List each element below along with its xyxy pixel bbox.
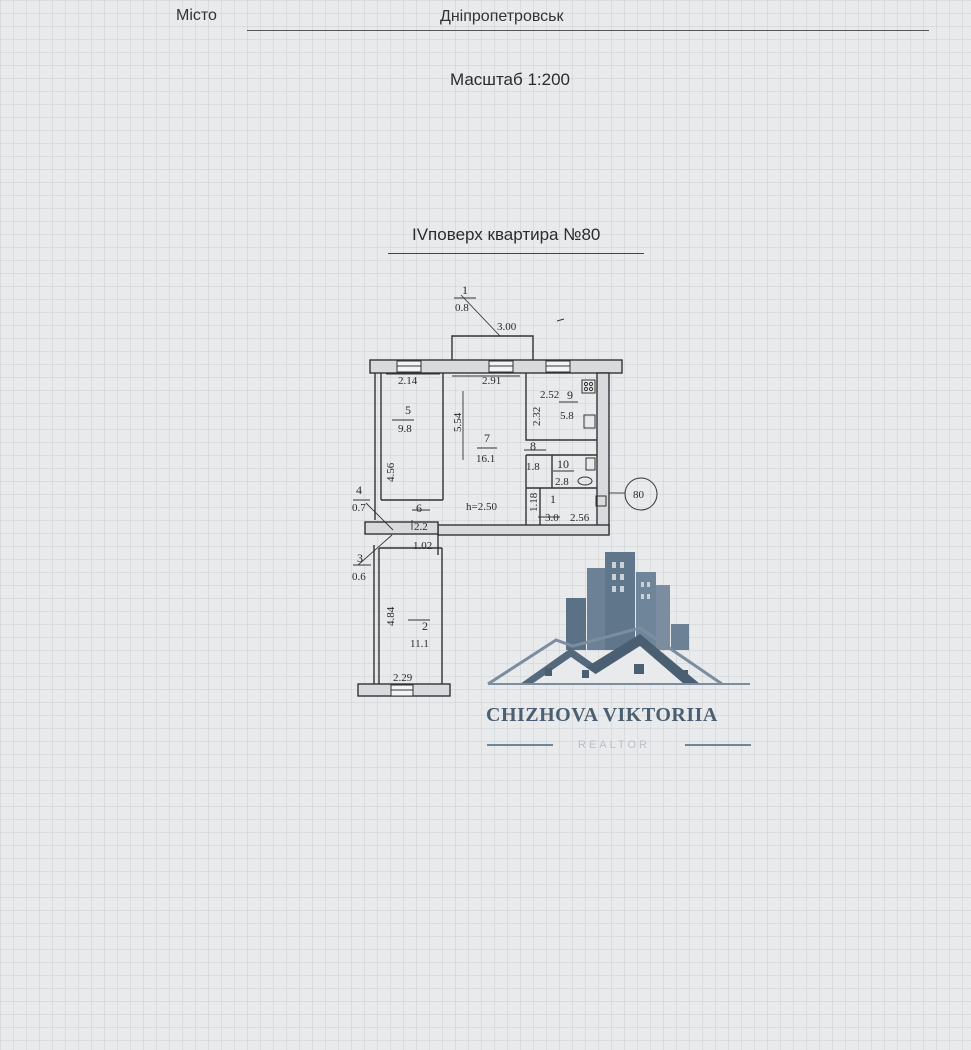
room-4-area: 0.7	[352, 502, 366, 514]
dim-room2-width: 2.29	[393, 672, 413, 684]
room-6-area: 2.2	[414, 521, 428, 533]
stove-icon	[581, 379, 596, 394]
dim-kitchen-depth: 2.32	[531, 407, 543, 426]
room-10-number: 10	[557, 457, 569, 471]
windows	[390, 360, 571, 697]
realtor-logo-icon	[487, 552, 750, 686]
apartment-number-circle	[624, 477, 658, 511]
scale-label: Масштаб 1:200	[450, 70, 570, 89]
dim-room5-depth: 4.56	[385, 462, 397, 482]
dimension-lines	[353, 294, 625, 621]
dimension-labels: 3.00 2.14 2.91 2.52 2.32 4.56 5.54 1.18 …	[385, 321, 645, 684]
room-3-number: 3	[357, 551, 363, 565]
room-8-number: 8	[530, 439, 536, 453]
tagline-rule-left	[487, 744, 553, 746]
dim-room2-depth: 4.84	[385, 606, 397, 626]
room-8-area: 1.8	[526, 461, 540, 473]
floor-title: IVповерх квартира №80	[412, 225, 601, 244]
realtor-name: CHIZHOVA VIKTORIIA	[486, 704, 718, 726]
ceiling-height: h=2.50	[466, 501, 497, 513]
room-9-number: 9	[567, 388, 573, 402]
bath-area: 3.0	[545, 512, 559, 524]
room-2-area: 11.1	[410, 638, 429, 650]
toilet-icon	[577, 476, 593, 486]
room-10-area: 2.8	[555, 476, 569, 488]
room-5-number: 5	[405, 403, 411, 417]
dim-bath-depth: 1.18	[528, 492, 540, 512]
room-7-area: 16.1	[476, 453, 495, 465]
dim-room5-width: 2.14	[398, 375, 418, 387]
sink-icon	[583, 414, 596, 429]
city-value: Дніпропетровськ	[440, 8, 564, 25]
room-7-number: 7	[484, 431, 490, 445]
bathtub-icon	[585, 457, 596, 471]
tagline-rule-right	[685, 744, 751, 746]
dim-corridor-width: 1.02	[413, 540, 432, 552]
room-labels: 1 0.8 5 9.8 7 16.1 9 5.8 8 1.8 10 2.8 4 …	[352, 283, 574, 650]
floor-title-underline	[388, 253, 644, 254]
dim-kitchen-width: 2.52	[540, 389, 559, 401]
dim-bath-width: 2.56	[570, 512, 590, 524]
room-9-area: 5.8	[560, 410, 574, 422]
room-3-area: 0.6	[352, 571, 366, 583]
room-5-area: 9.8	[398, 423, 412, 435]
dim-room7-depth: 5.54	[452, 412, 464, 432]
room-6-number: 6	[416, 501, 422, 515]
bath-number: 1	[550, 492, 556, 506]
dim-balcony-width: 3.00	[497, 321, 517, 333]
apartment-tag: 80	[633, 489, 645, 501]
room-1-area: 0.8	[455, 302, 469, 314]
city-label: Місто	[176, 7, 217, 24]
room-2-number: 2	[422, 619, 428, 633]
washbasin-icon	[595, 495, 607, 507]
fixtures	[577, 379, 607, 507]
room-1-number: 1	[462, 283, 468, 297]
room-4-number: 4	[356, 483, 362, 497]
city-underline	[247, 30, 929, 31]
dim-room7-width: 2.91	[482, 375, 501, 387]
realtor-tagline: REALTOR	[578, 739, 650, 751]
